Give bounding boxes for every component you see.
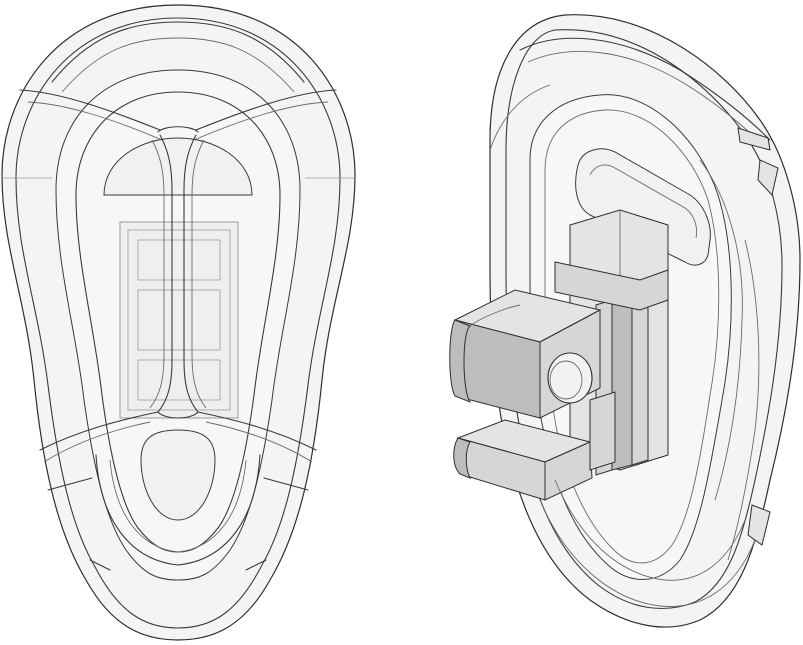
iso-clip-box-lip [469,304,521,327]
front-clip-detail-2 [137,289,221,351]
front-spine-left-2 [149,139,165,409]
iso-bottom-curve [539,499,756,607]
front-bottom-left-seg [47,477,93,491]
front-lower-left-rib-2 [43,421,151,463]
front-top-band-inner [61,37,295,93]
iso-view [449,14,801,628]
front-view [1,4,356,641]
front-lower-right-rib-2 [205,421,313,463]
front-lower-teardrop [140,429,216,521]
front-clip-detail-1 [137,239,221,281]
iso-connector [589,391,616,471]
front-upper-right-rib-2 [193,101,329,141]
front-lower-right-rib [197,411,317,451]
iso-back-curve-2 [727,239,760,561]
front-bottom-right-seg-2 [245,559,267,571]
front-lower-left-rib [39,411,159,451]
front-hub-bottom [157,411,199,419]
iso-right-notch [737,127,771,151]
front-clip-housing-inner [127,229,231,411]
front-lower-u-band-2 [109,459,247,553]
iso-clip-hole [547,352,593,404]
front-half-dome [103,137,253,196]
front-hub-top [157,126,199,133]
iso-top-lip [519,37,771,141]
iso-shoulder [554,261,669,311]
front-spine-right [183,134,199,413]
front-clip-detail-3 [137,359,221,401]
iso-upper-slot-inner [589,164,697,239]
iso-bottom-curve-2 [554,479,746,581]
front-spine-left [157,134,173,413]
front-clip-housing [119,221,239,419]
iso-back-curve-1 [699,159,743,501]
front-upper-right-rib [195,89,337,131]
iso-clip-box-nose [449,319,472,404]
front-bottom-left-seg-2 [89,559,111,571]
front-upper-left-rib [19,89,161,131]
iso-plate-rib-3 [631,295,649,466]
iso-lower-prong-nose [453,437,472,479]
front-rim-contour [15,17,341,629]
front-lower-u-band [95,454,261,566]
front-spine-right-2 [191,139,207,409]
iso-right-notch-2 [757,159,779,197]
iso-upper-slot [575,148,711,266]
front-bottom-right-seg [263,477,309,491]
iso-clip-hole-inner [549,360,583,400]
front-top-band [51,21,305,83]
iso-left-back-edge [489,84,551,151]
iso-top-lip-2 [527,50,769,151]
iso-lower-notch [747,504,771,546]
iso-lower-prong-front [544,441,593,501]
front-upper-left-rib-2 [27,101,163,141]
